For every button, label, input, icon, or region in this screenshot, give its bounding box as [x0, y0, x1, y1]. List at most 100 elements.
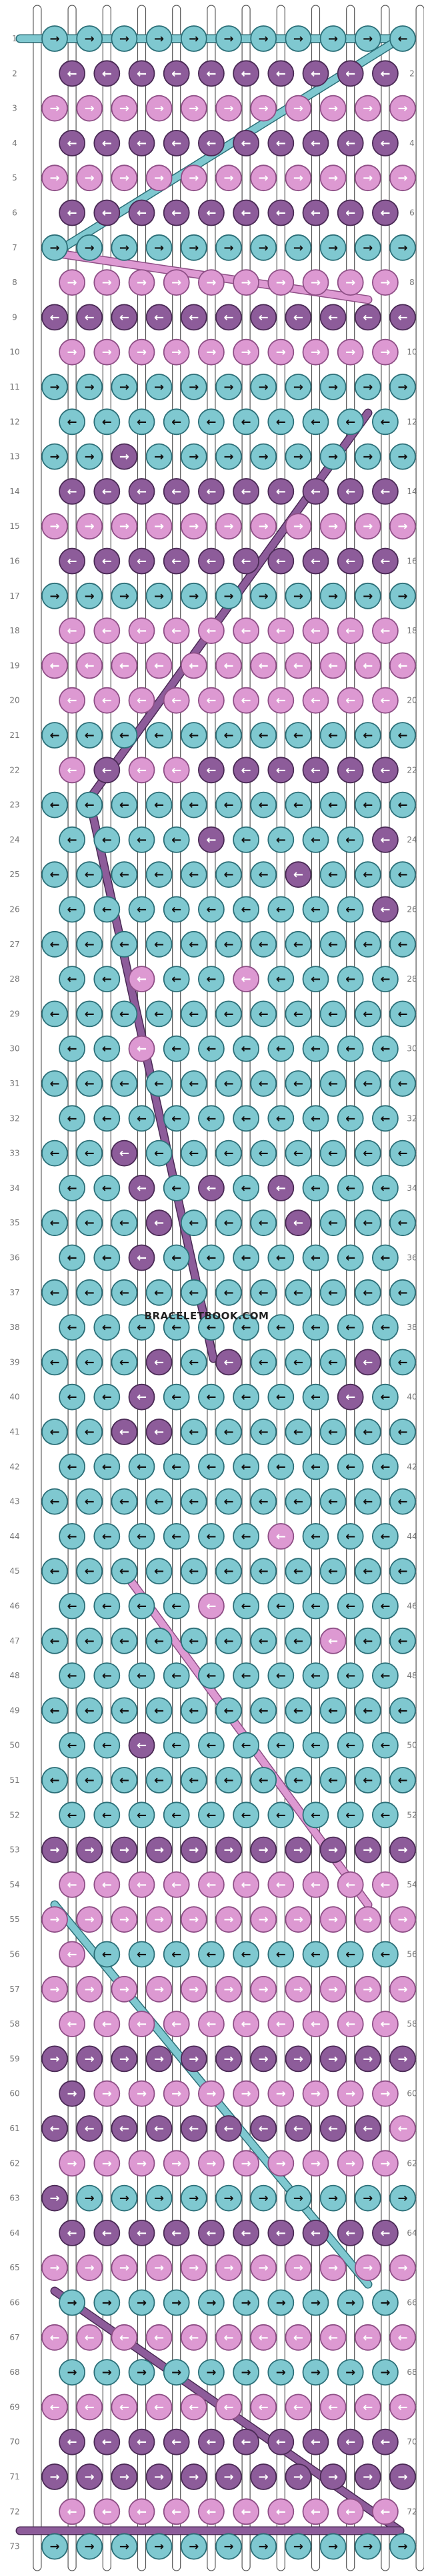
- knot-circle: [233, 1732, 260, 1759]
- knot-circle: [372, 2289, 399, 2316]
- arrow-left-icon: ←: [259, 1077, 269, 1091]
- arrow-right-icon: →: [328, 380, 338, 394]
- knot-circle: [145, 1279, 173, 1306]
- row-number-right: 66: [407, 2298, 417, 2308]
- knot-circle: [128, 2289, 155, 2316]
- knot-circle: [250, 722, 277, 749]
- arrow-left-icon: ←: [241, 1042, 251, 1056]
- arrow-right-icon: →: [380, 276, 390, 290]
- arrow-left-icon: ←: [137, 2226, 147, 2240]
- knot-circle: [233, 2080, 260, 2107]
- knot: ←: [354, 304, 381, 331]
- knot: ←: [337, 60, 364, 87]
- knot: →: [197, 269, 225, 296]
- knot-circle: [145, 1488, 173, 1515]
- knot: ←: [197, 1035, 225, 1062]
- knot-circle: [128, 1941, 155, 1968]
- arrow-left-icon: ←: [241, 1808, 251, 1822]
- knot: ←: [59, 617, 85, 644]
- knot: →: [215, 164, 242, 192]
- row-number-left: 44: [9, 1532, 19, 1541]
- knot-circle: [76, 1209, 103, 1237]
- arrow-left-icon: ←: [241, 206, 251, 220]
- knot-circle: [93, 1801, 121, 1829]
- knot: ←: [180, 930, 207, 958]
- knot-circle: [215, 1558, 242, 1585]
- row-number-right: 42: [407, 1462, 417, 1471]
- knot: ←: [337, 1941, 364, 1968]
- arrow-right-icon: →: [223, 2261, 233, 2275]
- knot: →: [111, 2533, 138, 2560]
- knot-circle: [389, 234, 416, 261]
- knot-circle: [59, 1453, 85, 1480]
- knot: ←: [354, 2324, 381, 2351]
- arrow-left-icon: ←: [206, 763, 216, 777]
- knot-circle: [389, 2045, 416, 2073]
- knot-circle: [250, 652, 277, 679]
- arrow-left-icon: ←: [276, 2226, 286, 2240]
- arrow-left-icon: ←: [311, 67, 321, 81]
- knot-circle: [197, 1662, 225, 1690]
- arrow-left-icon: ←: [67, 1739, 77, 1753]
- knot-circle: [93, 1453, 121, 1480]
- knot: ←: [250, 1279, 277, 1306]
- knot: ←: [285, 304, 312, 331]
- knot-circle: [93, 966, 121, 992]
- knot-circle: [319, 2394, 347, 2421]
- arrow-right-icon: →: [397, 171, 407, 185]
- arrow-left-icon: ←: [102, 1530, 112, 1544]
- arrow-left-icon: ←: [223, 868, 233, 882]
- knot-circle: [197, 2359, 225, 2386]
- arrow-left-icon: ←: [67, 415, 77, 429]
- knot-circle: [372, 1383, 399, 1411]
- knot-circle: [215, 1767, 242, 1793]
- arrow-left-icon: ←: [119, 868, 129, 882]
- arrow-left-icon: ←: [328, 1634, 338, 1648]
- arrow-right-icon: →: [293, 2470, 303, 2484]
- arrow-right-icon: →: [276, 2087, 286, 2101]
- knot-circle: [41, 1906, 68, 1933]
- knot-circle: [41, 582, 68, 609]
- arrow-left-icon: ←: [293, 1773, 303, 1787]
- knot-circle: [337, 617, 364, 644]
- knot: ←: [163, 966, 190, 992]
- knot: →: [180, 95, 207, 122]
- arrow-left-icon: ←: [311, 1391, 321, 1405]
- knot: ←: [111, 1767, 138, 1793]
- knot: ←: [93, 826, 121, 853]
- knot: →: [145, 513, 173, 540]
- arrow-right-icon: →: [328, 102, 338, 116]
- arrow-left-icon: ←: [293, 1286, 303, 1300]
- arrow-right-icon: →: [223, 519, 233, 533]
- knot-circle: [93, 60, 121, 87]
- knot: →: [285, 2254, 312, 2282]
- arrow-right-icon: →: [223, 2540, 233, 2554]
- knot-circle: [389, 930, 416, 958]
- arrow-right-icon: →: [293, 1843, 303, 1857]
- arrow-left-icon: ←: [154, 729, 164, 743]
- knot-circle: [76, 1975, 103, 2003]
- knot: →: [215, 234, 242, 261]
- knot-circle: [337, 1801, 364, 1829]
- arrow-left-icon: ←: [102, 485, 112, 499]
- knot: ←: [128, 478, 155, 505]
- knot-row: 5959→→→→→→→→→→→: [9, 2045, 417, 2073]
- knot: ←: [197, 2428, 225, 2455]
- knot: →: [180, 582, 207, 609]
- knot-circle: [250, 304, 277, 331]
- knot-circle: [372, 129, 399, 157]
- arrow-left-icon: ←: [206, 694, 216, 708]
- arrow-left-icon: ←: [223, 1425, 233, 1439]
- knot-circle: [145, 722, 173, 749]
- knot: ←: [319, 2324, 347, 2351]
- arrow-left-icon: ←: [171, 1460, 181, 1474]
- row-number-right: 16: [407, 557, 417, 566]
- knot-circle: [267, 2359, 295, 2386]
- row-number-left: 16: [9, 557, 19, 566]
- knot: →: [145, 2463, 173, 2490]
- knot: ←: [93, 617, 121, 644]
- arrow-left-icon: ←: [328, 2400, 338, 2414]
- arrow-left-icon: ←: [380, 555, 390, 569]
- arrow-left-icon: ←: [311, 763, 321, 777]
